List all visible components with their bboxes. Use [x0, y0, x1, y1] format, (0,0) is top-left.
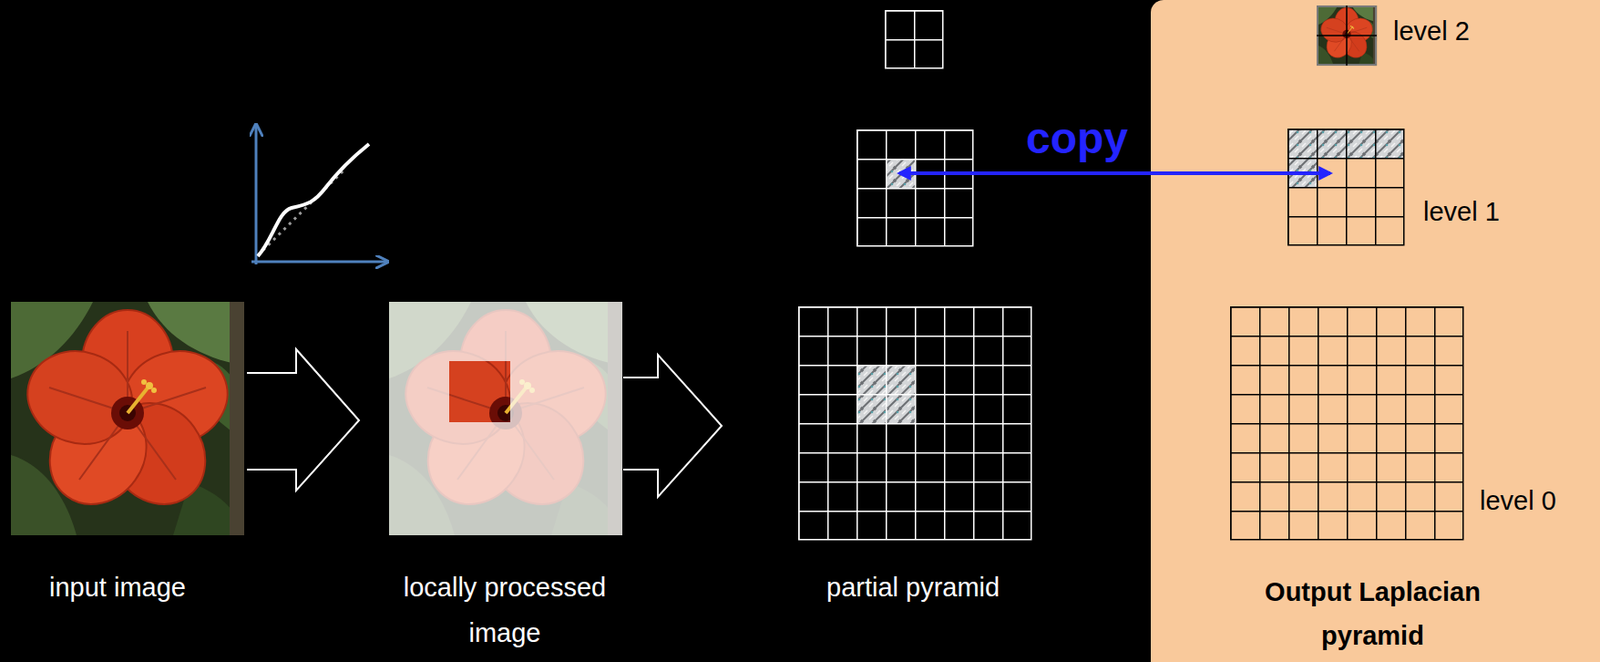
- remap-curve: [251, 125, 387, 265]
- partial-pyramid: [798, 10, 1032, 540]
- caption-label: partial pyramid: [826, 570, 1000, 604]
- level-label: level 0: [1479, 483, 1557, 517]
- process-arrow: [623, 354, 722, 497]
- output-pyramid: [1150, 0, 1600, 662]
- panel-title: Output Laplacian pyramid: [1253, 569, 1492, 657]
- copy-arrow: [899, 171, 1151, 175]
- level-label: level 2: [1393, 14, 1470, 48]
- processed-photo: [389, 301, 623, 535]
- caption-label: locally processed image: [381, 564, 628, 656]
- input-photo: [10, 301, 245, 535]
- level-label: level 1: [1423, 194, 1500, 228]
- copy-label: copy: [1025, 112, 1129, 165]
- process-arrow: [246, 348, 359, 491]
- caption-label: input image: [49, 570, 186, 604]
- output-panel: level 2 level 1 level 0 Output Laplacian py…: [1150, 0, 1600, 662]
